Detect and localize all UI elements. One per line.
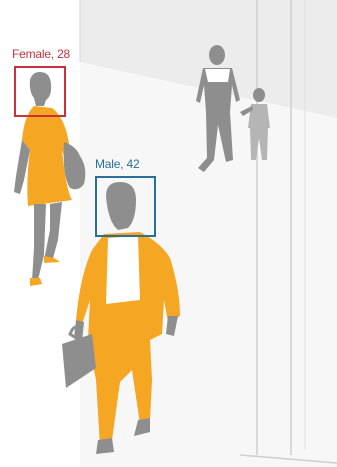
male-face-detection-box: [95, 176, 156, 237]
female-face-detection-box: [14, 66, 66, 117]
male-detection-label: Male, 42: [95, 157, 139, 171]
female-detection-label: Female, 28: [12, 47, 70, 61]
